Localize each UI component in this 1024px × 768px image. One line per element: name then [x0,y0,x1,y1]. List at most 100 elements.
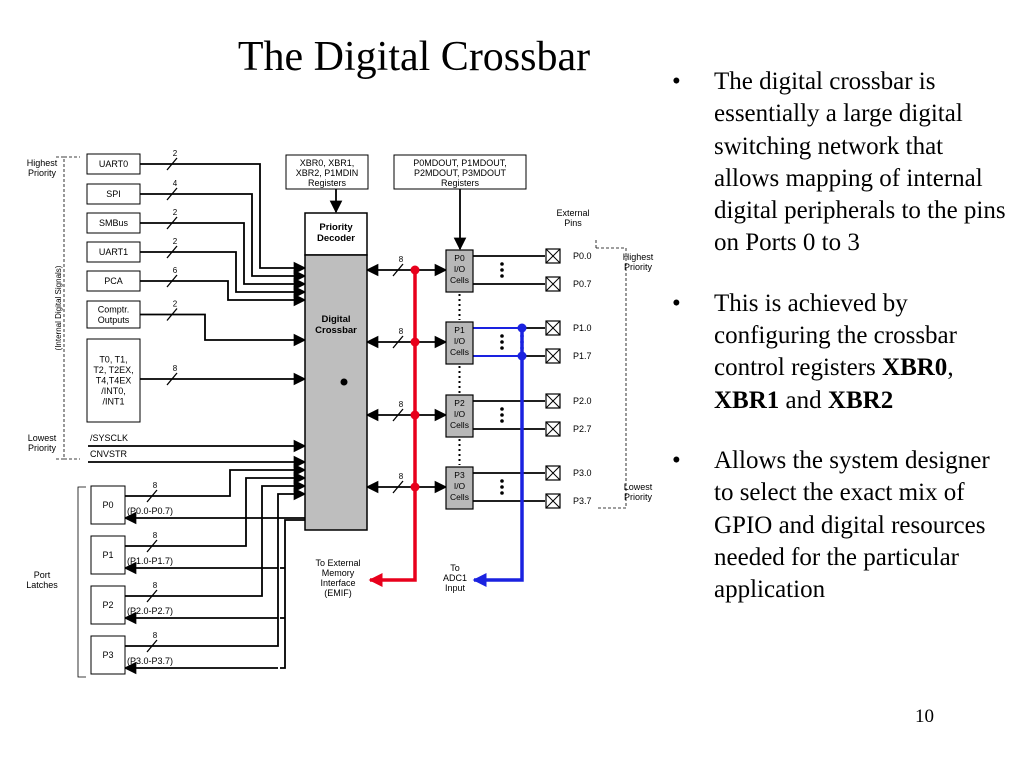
adc-tap [517,351,527,361]
digital-crossbar-label: Digital [321,314,350,325]
external-pins-label: External [556,208,589,218]
sysclk-label: /SYSCLK [90,433,128,443]
pin-cross [545,276,561,292]
pin-ellipsis [500,479,504,483]
emif-label: Interface [320,578,355,588]
port-latches-label: Port [34,570,51,580]
priority-bracket-right [596,247,627,509]
bus-width-label: 4 [173,179,178,188]
pin-label: P3.7 [573,496,592,506]
latch-bus [125,463,307,497]
digital-crossbar-block [304,254,368,531]
pin-label: P1.7 [573,351,592,361]
latch-bus [125,471,307,547]
bus-width-label: 8 [153,631,158,640]
bus-width-label: 8 [173,364,178,373]
pin-cross [545,421,561,437]
internal-signals-label: (Internal Digital Signals) [54,265,63,350]
priority-decoder-label: Priority [319,222,353,233]
peripheral-label: UART0 [99,159,128,169]
bus-slash [146,539,158,553]
cnvstr-label: CNVSTR [90,449,128,459]
pin-label: P0.7 [573,279,592,289]
xbr-register-label: XBR0, XBR1, [300,158,355,168]
io-cells-label: I/O [454,481,466,491]
pin-label: P2.7 [573,424,592,434]
bus-width-label: 6 [173,266,178,275]
io-cells-label: Cells [450,347,469,357]
bus-width-label: 8 [153,481,158,490]
peripheral-label: T0, T1, [99,355,127,365]
peripheral-label: PCA [104,276,123,286]
pin-label: P2.0 [573,396,592,406]
lowest-priority-label: Priority [624,492,653,502]
port-latch-block-p1 [90,535,126,575]
highest-priority-label: Priority [624,262,653,272]
lowest-priority-label: Lowest [28,433,57,443]
pin-label: P1.0 [573,323,592,333]
io-cells-label: Cells [450,492,469,502]
pin-ellipsis [500,274,504,278]
adc-label: ADC1 [443,573,467,583]
adc-label: Input [445,583,466,593]
bus-width-label: 8 [153,581,158,590]
port-latch-label: P2 [102,600,113,610]
port-latch-range: (P3.0-P3.7) [127,656,173,666]
io-cells-block-p3 [445,466,474,510]
emif-tap [410,265,420,275]
adc-ellipsis [520,340,524,344]
peripheral-block-pca [86,270,141,292]
peripheral-block-spi [86,183,141,205]
peripheral-block-comptr [86,300,141,329]
io-cells-label: I/O [454,409,466,419]
peripheral-label: SMBus [99,218,129,228]
latch-bus [125,487,307,647]
bus-width-label: 2 [173,208,178,217]
io-cells-block-p2 [445,394,474,438]
priority-decoder-block [304,212,368,256]
emif-label: To External [315,558,360,568]
peripheral-bus [140,313,307,347]
bullet-text: The digital crossbar is essentially a la… [714,68,1006,257]
port-latch-range: (P2.0-P2.7) [127,606,173,616]
bus-slash [146,489,158,503]
peripheral-bus [140,280,307,307]
pin-cross [545,393,561,409]
bullet-text: and [779,386,828,414]
pin-ellipsis [500,346,504,350]
io-cells-label: Cells [450,275,469,285]
bullet-item: •Allows the system designer to select th… [672,445,1012,606]
pin-cross [545,248,561,264]
bus-slash [392,408,404,422]
peripheral-label: T4,T4EX [96,376,132,386]
latch-bus [125,479,307,597]
adc-label: To [450,563,460,573]
blocks-layer [86,153,561,675]
page-number: 10 [915,706,934,727]
bullet-dot: • [672,68,681,95]
peripheral-bus [140,222,307,291]
priority-decoder-label: Decoder [317,233,355,244]
pmdout-register-box [393,154,527,190]
port-latch-label: P1 [102,550,113,560]
bus-slash [392,480,404,494]
port-latch-block-p2 [90,585,126,625]
bullet-text: XBR2 [827,386,894,414]
peripheral-label: Outputs [98,315,130,325]
bus-slash [392,335,404,349]
peripheral-block-smbus [86,212,141,234]
bus-width-label: 8 [153,531,158,540]
pmdout-register-label: P2MDOUT, P3MDOUT [414,168,507,178]
peripheral-bus [140,251,307,299]
highest-priority-label: Priority [28,168,57,178]
io-cells-label: P1 [454,325,465,335]
bullet-text: XBR1 [714,386,780,414]
bullet-dot: • [672,446,681,474]
adc-ellipsis [520,334,524,338]
peripheral-block-uart1 [86,241,141,263]
port-latch-block-p3 [90,635,126,675]
bus-width-label: 8 [399,327,404,336]
bullet-item: • The digital crossbar is essentially a l… [672,66,1012,260]
pin-label: P3.0 [573,468,592,478]
port-latch-label: P0 [102,500,113,510]
